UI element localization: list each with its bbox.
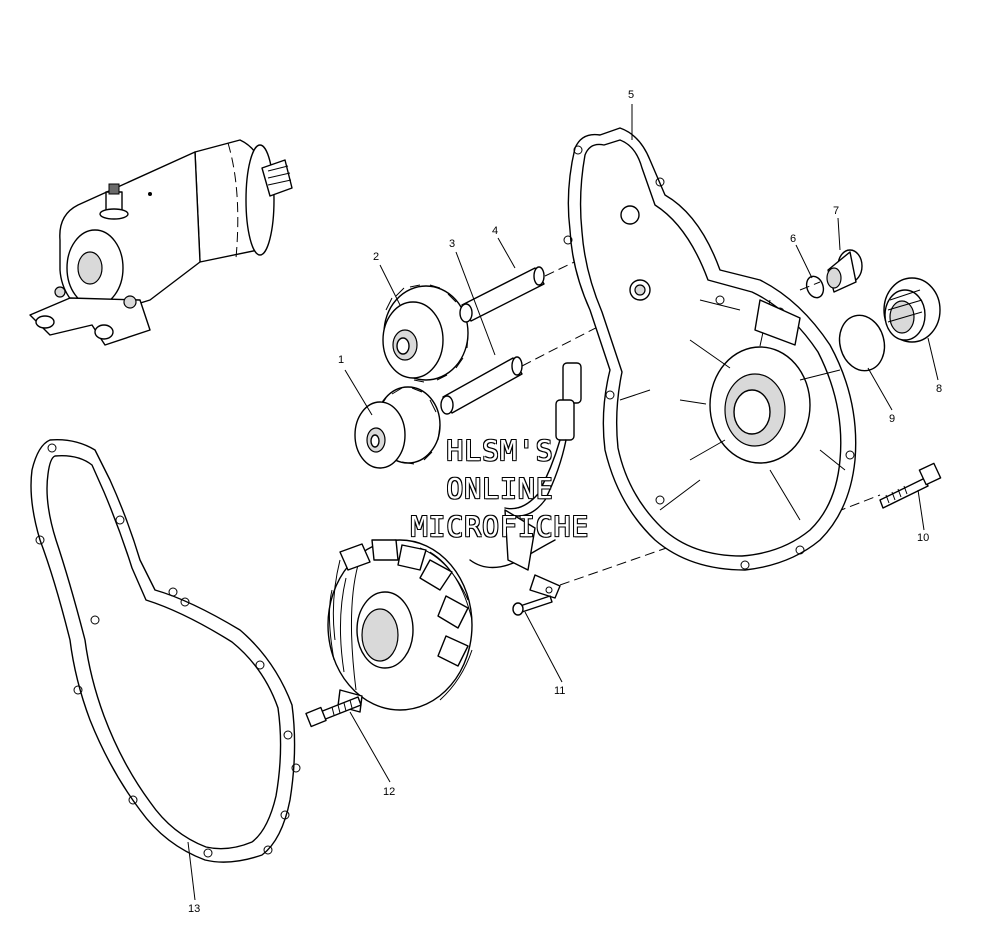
callout-13: 13 — [188, 903, 200, 915]
gear-large — [382, 284, 469, 383]
callout-11: 11 — [554, 685, 565, 697]
bolt-long — [305, 696, 362, 728]
o-ring-large — [838, 314, 886, 372]
callout-12: 12 — [383, 786, 395, 798]
callout-4: 4 — [492, 225, 498, 237]
callout-10: 10 — [917, 532, 929, 544]
starter-motor — [29, 139, 293, 346]
o-ring-small — [805, 275, 825, 299]
callout-6: 6 — [790, 233, 796, 245]
callout-9: 9 — [889, 413, 895, 425]
callout-2: 2 — [373, 251, 379, 263]
leader-lines — [187, 104, 939, 901]
gear-small — [354, 386, 441, 469]
stator-cover — [563, 127, 857, 571]
plug — [826, 249, 863, 293]
cap — [883, 277, 941, 343]
callout-8: 8 — [936, 383, 942, 395]
stator — [327, 539, 473, 713]
wiring-harness — [469, 362, 582, 599]
cover-gasket — [30, 439, 301, 863]
shaft-long — [440, 356, 523, 415]
callout-3: 3 — [449, 238, 455, 250]
callout-1: 1 — [338, 354, 344, 366]
shaft-short — [459, 266, 545, 323]
screw-small — [512, 595, 553, 616]
callout-5: 5 — [628, 89, 634, 101]
callout-7: 7 — [833, 205, 839, 217]
callout-numbers: 1 2 3 4 5 6 7 8 9 10 11 12 13 — [188, 89, 942, 915]
bolt-cover — [879, 462, 942, 509]
